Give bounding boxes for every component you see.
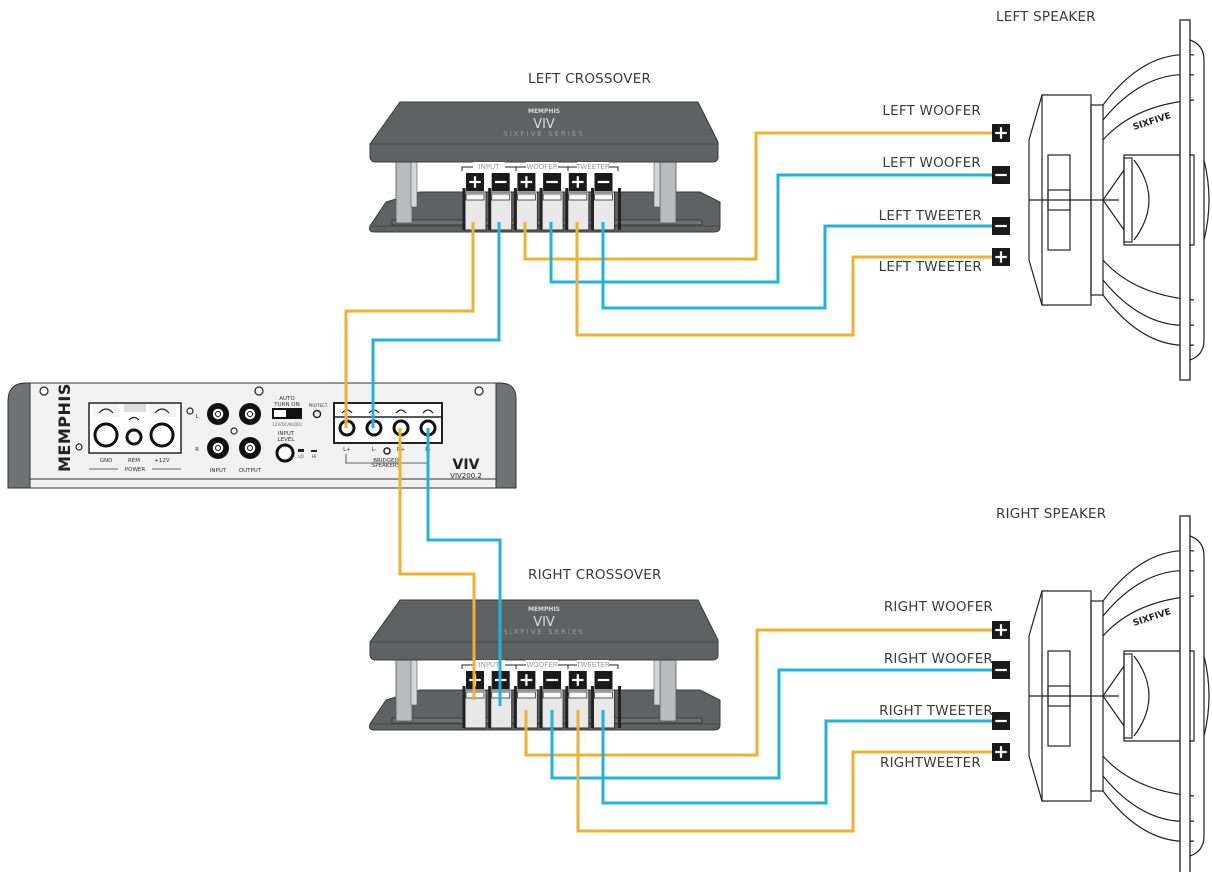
crossover-logo: VIV bbox=[533, 117, 555, 132]
auto-turn-on-label-1: AUTO bbox=[279, 396, 295, 402]
crossover-series: SIXFIVE SERIES bbox=[503, 628, 585, 636]
speaker-terminal-negative[interactable]: - bbox=[992, 166, 1010, 184]
amplifier-logo: VIV bbox=[453, 457, 480, 473]
crossover-group-label: TWEETER bbox=[575, 661, 610, 669]
crossover-group-label: INPUT bbox=[479, 661, 501, 669]
power-label: POWER bbox=[125, 467, 146, 473]
right-woofer-neg-label: RIGHT WOOFER bbox=[884, 651, 993, 667]
crossover-terminal-negative[interactable]: - bbox=[543, 671, 562, 689]
speaker-terminal-positive[interactable]: + bbox=[992, 124, 1010, 142]
crossover-terminal-positive[interactable]: + bbox=[466, 173, 484, 191]
crossover-group-label: INPUT bbox=[479, 163, 501, 171]
right-speaker: SIXFIVE bbox=[1028, 515, 1210, 872]
power-terminal-block bbox=[88, 402, 182, 454]
right-woofer-pos-label: RIGHT WOOFER bbox=[884, 599, 993, 615]
right-speaker-title: RIGHT SPEAKER bbox=[996, 506, 1106, 522]
amplifier-brand: MEMPHIS bbox=[55, 383, 74, 472]
wire-right-woofer-pos bbox=[524, 628, 993, 757]
wire-right-woofer-neg bbox=[550, 668, 993, 780]
speaker-terminal-block: L+L-R+R- bbox=[333, 402, 443, 453]
crossover-group-label: WOOFER bbox=[526, 163, 557, 171]
power-rem-label: REM bbox=[128, 458, 140, 464]
amp-speaker-terminal-label: L- bbox=[372, 447, 377, 453]
left-speaker-title: LEFT SPEAKER bbox=[996, 9, 1096, 25]
input-level-hi-switch[interactable] bbox=[311, 450, 317, 452]
crossover-terminal-positive[interactable]: + bbox=[517, 671, 536, 689]
protect-led bbox=[312, 409, 322, 419]
amplifier-model: VIV200.2 bbox=[450, 472, 482, 480]
wire-left-woofer-pos bbox=[523, 131, 993, 261]
left-crossover-title: LEFT CROSSOVER bbox=[528, 71, 651, 87]
left-tweeter-pos-label: LEFT TWEETER bbox=[879, 259, 982, 275]
speaker-terminal-positive[interactable]: + bbox=[992, 248, 1010, 266]
crossover-logo: VIV bbox=[533, 615, 555, 630]
right-crossover: MEMPHIS VIV SIXFIVE SERIES INPUT WOOFER TW… bbox=[369, 599, 721, 731]
speaker-terminal-negative[interactable]: - bbox=[992, 217, 1010, 235]
left-crossover: MEMPHIS VIV SIXFIVE SERIES INPUT WOOFER TW… bbox=[369, 101, 721, 233]
crossover-terminal-negative[interactable]: - bbox=[491, 173, 510, 191]
input-level-knob[interactable] bbox=[275, 443, 295, 463]
right-crossover-title: RIGHT CROSSOVER bbox=[528, 567, 662, 583]
wire-right-tweeter-pos bbox=[576, 710, 993, 833]
wire-amp-rneg-to-right-input bbox=[426, 428, 502, 706]
input-level-lo-switch[interactable] bbox=[298, 449, 304, 452]
input-level-label-2: LEVEL bbox=[278, 437, 296, 443]
wire-amp-rpos-to-right-input bbox=[398, 428, 476, 700]
auto-turn-on-switch[interactable] bbox=[272, 408, 302, 419]
crossover-terminal-negative[interactable]: - bbox=[594, 671, 613, 689]
speaker-terminal-positive[interactable]: + bbox=[992, 621, 1010, 639]
wire-left-tweeter-neg bbox=[601, 222, 993, 310]
auto-turn-on-label-2: TURN ON bbox=[273, 402, 300, 408]
wire-left-tweeter-pos bbox=[575, 222, 993, 337]
rca-input-label: INPUT bbox=[210, 468, 227, 474]
crossover-terminal-negative[interactable]: - bbox=[543, 173, 562, 191]
wires bbox=[344, 131, 993, 833]
amp-speaker-terminal-label: L+ bbox=[343, 447, 351, 453]
crossover-terminal-negative[interactable]: - bbox=[594, 173, 613, 191]
right-tweeter-pos-label: RIGHTWEETER bbox=[880, 755, 981, 771]
crossover-group-label: TWEETER bbox=[575, 163, 610, 171]
input-level-lo-label: LO bbox=[298, 454, 303, 459]
input-level-label-1: INPUT bbox=[278, 431, 295, 437]
speaker-terminal-positive[interactable]: + bbox=[992, 743, 1010, 761]
rca-left-label: L bbox=[195, 414, 199, 420]
left-woofer-neg-label: LEFT WOOFER bbox=[882, 155, 981, 171]
rca-right-label: R bbox=[195, 447, 199, 453]
speaker-terminal-negative[interactable]: - bbox=[992, 712, 1010, 730]
crossover-terminal-positive[interactable]: + bbox=[568, 671, 587, 689]
speaker-terminal-negative[interactable]: - bbox=[992, 661, 1010, 679]
bridged-label-1: BRIDGED bbox=[373, 458, 398, 464]
crossover-brand: MEMPHIS bbox=[528, 108, 560, 115]
amplifier: MEMPHIS GND REM +12V POWER L R bbox=[7, 382, 517, 489]
auto-turn-on-options: 12V/DC/AUDIO bbox=[272, 422, 301, 427]
left-tweeter-neg-label: LEFT TWEETER bbox=[879, 208, 982, 224]
wire-right-tweeter-neg bbox=[601, 710, 993, 805]
left-woofer-pos-label: LEFT WOOFER bbox=[882, 103, 981, 119]
input-level-hi-label: HI bbox=[312, 454, 316, 459]
rca-output-label: OUTPUT bbox=[239, 468, 262, 474]
power-gnd-label: GND bbox=[100, 458, 113, 464]
crossover-terminal-positive[interactable]: + bbox=[517, 173, 536, 191]
wire-left-woofer-neg bbox=[549, 173, 993, 284]
wire-amp-lneg-to-left-input bbox=[371, 222, 501, 428]
power-12v-label: +12V bbox=[154, 458, 170, 464]
rca-jacks[interactable] bbox=[207, 403, 261, 459]
crossover-brand: MEMPHIS bbox=[528, 606, 560, 613]
wire-amp-lpos-to-left-input bbox=[344, 222, 475, 428]
left-speaker: SIXFIVE bbox=[1028, 19, 1210, 381]
right-tweeter-neg-label: RIGHT TWEETER bbox=[879, 703, 993, 719]
crossover-group-label: WOOFER bbox=[526, 661, 557, 669]
protect-label: PROTECT bbox=[309, 403, 328, 408]
crossover-terminal-positive[interactable]: + bbox=[568, 173, 587, 191]
crossover-series: SIXFIVE SERIES bbox=[503, 130, 585, 138]
bridged-label-2: SPEAKERS bbox=[372, 463, 401, 469]
